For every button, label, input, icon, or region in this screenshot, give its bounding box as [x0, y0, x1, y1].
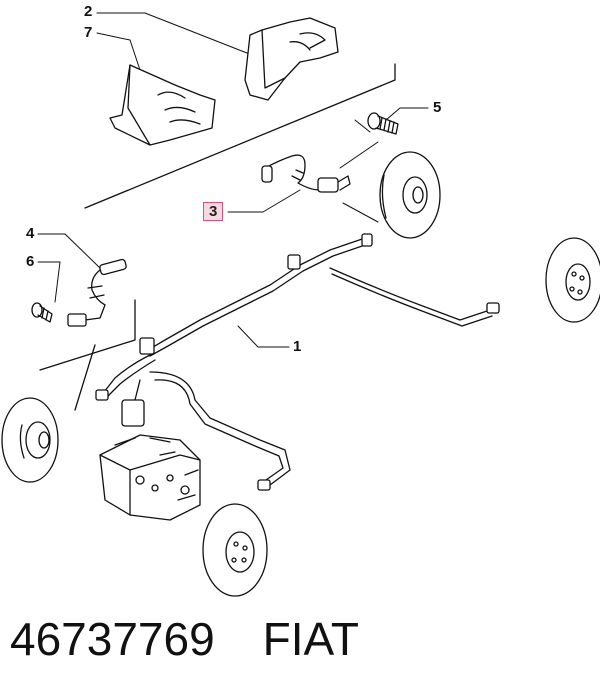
sensor-part-4: [67, 258, 127, 327]
callout-3-highlighted[interactable]: 3: [203, 202, 224, 221]
section-divider-left: [39, 299, 136, 411]
sensor-part-3: [261, 154, 351, 193]
brake-disc-bottom: [202, 503, 268, 597]
brake-disc-far-right: [545, 237, 600, 323]
wiring-harness-part-1: [95, 233, 500, 491]
leader-lines: [37, 12, 429, 348]
bolt-part-5: [367, 112, 399, 135]
exploded-parts-diagram: [1, 12, 600, 597]
bracket-part-2: [244, 17, 339, 101]
callout-6: 6: [26, 253, 35, 270]
callout-4: 4: [26, 225, 35, 242]
callout-2: 2: [84, 3, 93, 20]
callout-1: 1: [293, 338, 302, 355]
brand-name: FIAT: [262, 613, 359, 665]
brake-disc-upper-right: [379, 151, 441, 239]
bracket-part-7: [109, 64, 216, 146]
bolt-part-6: [31, 302, 53, 323]
callout-5: 5: [433, 99, 442, 116]
section-divider-top: [84, 63, 396, 209]
abs-hydraulic-unit: [99, 434, 201, 521]
footer: 46737769 FIAT: [10, 612, 590, 682]
brake-disc-left: [1, 397, 59, 483]
part-number: 46737769: [10, 613, 215, 665]
callout-7: 7: [84, 24, 93, 41]
